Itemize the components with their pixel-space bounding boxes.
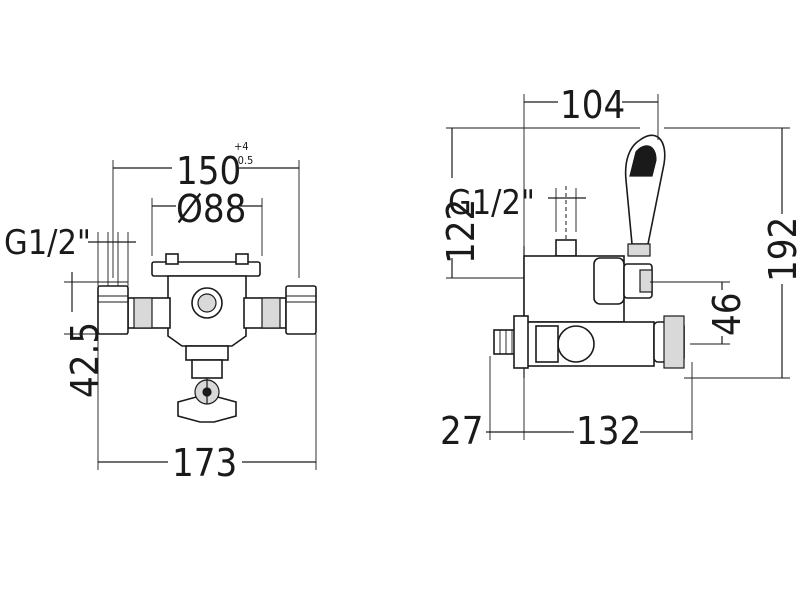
dim-42-5-label: 42.5 (63, 322, 107, 398)
dimension-192: 192 (664, 127, 800, 379)
dimension-122: 122 (439, 127, 640, 279)
side-valve-body (493, 134, 685, 369)
front-thread: G1/2" (4, 223, 136, 286)
dim-104-label: 104 (560, 83, 625, 127)
dimension-42-5: 42.5 (63, 272, 128, 398)
dim-132-label: 132 (576, 409, 641, 453)
side-thread-label: G1/2" (448, 183, 535, 223)
front-view: 150 +4 -0.5 Ø88 G1/2" 42.5 (4, 140, 317, 485)
dimension-173: 173 (97, 334, 317, 485)
dimension-d88: Ø88 (151, 187, 263, 256)
dimension-46: 46 (650, 281, 749, 345)
dim-150-label: 150 (176, 149, 241, 193)
dim-150-tol-plus: +4 (234, 140, 249, 153)
dim-27-label: 27 (440, 409, 484, 453)
dimension-27-132: 27 132 (440, 356, 693, 453)
dim-46-label: 46 (705, 293, 749, 337)
dimension-150: 150 +4 -0.5 (112, 140, 300, 278)
side-view: G1/2" 104 122 192 (439, 83, 800, 453)
dim-192-label: 192 (761, 217, 800, 282)
dim-122-label: 122 (439, 199, 483, 264)
dimension-104: 104 (523, 83, 659, 246)
dim-150-tol-minus: -0.5 (234, 154, 253, 167)
dim-d88-label: Ø88 (176, 187, 246, 231)
front-valve-body (97, 253, 317, 423)
dim-173-label: 173 (172, 441, 237, 485)
front-thread-label: G1/2" (4, 223, 91, 263)
